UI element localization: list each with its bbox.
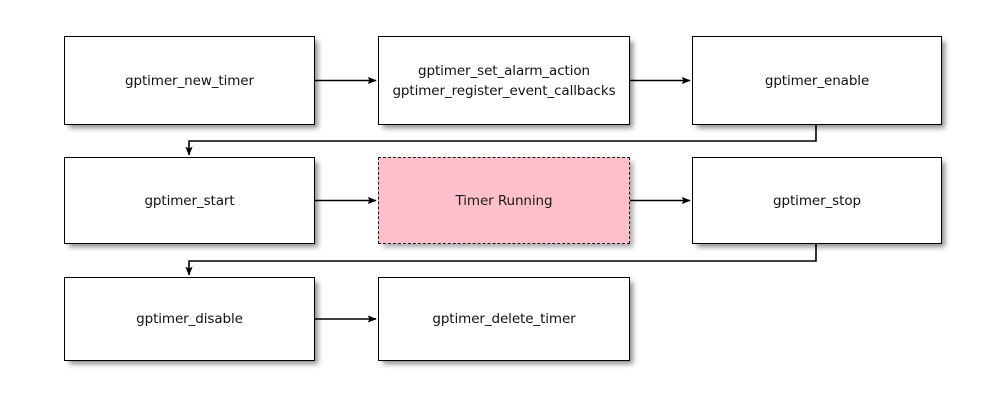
node-gptimer-enable[interactable]: gptimer_enable xyxy=(692,36,942,125)
edge-stop-to-disable xyxy=(185,244,817,276)
node-gptimer-new-timer[interactable]: gptimer_new_timer xyxy=(64,36,315,125)
node-label: Timer Running xyxy=(455,192,553,209)
node-label: gptimer_disable xyxy=(136,311,243,327)
edge-enable-to-start xyxy=(185,125,817,156)
node-label: gptimer_stop xyxy=(773,192,861,209)
node-label: gptimer_delete_timer xyxy=(432,311,576,327)
node-gptimer-start[interactable]: gptimer_start xyxy=(64,157,315,244)
node-label: gptimer_start xyxy=(144,192,235,209)
node-label-line-1: gptimer_set_alarm_action xyxy=(418,62,590,79)
node-gptimer-stop[interactable]: gptimer_stop xyxy=(692,157,942,244)
node-timer-running[interactable]: Timer Running xyxy=(378,157,630,244)
node-gptimer-set-alarm-action[interactable]: gptimer_set_alarm_action gptimer_registe… xyxy=(378,36,630,125)
node-label: gptimer_new_timer xyxy=(125,72,254,89)
node-gptimer-disable[interactable]: gptimer_disable xyxy=(64,277,315,361)
node-label-line-2: gptimer_register_event_callbacks xyxy=(392,82,616,99)
node-gptimer-delete-timer[interactable]: gptimer_delete_timer xyxy=(378,277,630,361)
node-label: gptimer_enable xyxy=(764,72,870,89)
